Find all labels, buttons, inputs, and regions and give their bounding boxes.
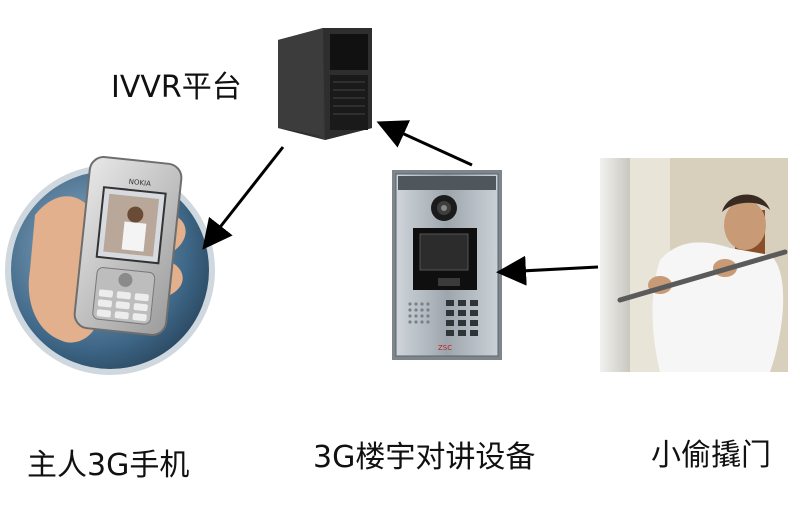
phone-brand-text: NOKIA [128,178,151,188]
owner-phone-image: NOKIA [5,156,215,375]
owner-phone-label: 主人3G手机 [27,448,190,483]
arrow-thief-to-intercom [496,255,599,286]
thief-prying-door-image [600,158,788,372]
arrow-intercom-to-platform [376,120,473,167]
intercom-device-image: ZSC [392,170,502,360]
intercom-device-label: 3G楼宇对讲设备 [313,440,536,475]
server-icon [278,28,372,140]
intercom-brand-text: ZSC [438,344,452,352]
arrow-platform-to-phone [202,146,285,250]
thief-label: 小偷撬门 [651,438,771,473]
ivvr-platform-label: IVVR平台 [111,70,242,105]
